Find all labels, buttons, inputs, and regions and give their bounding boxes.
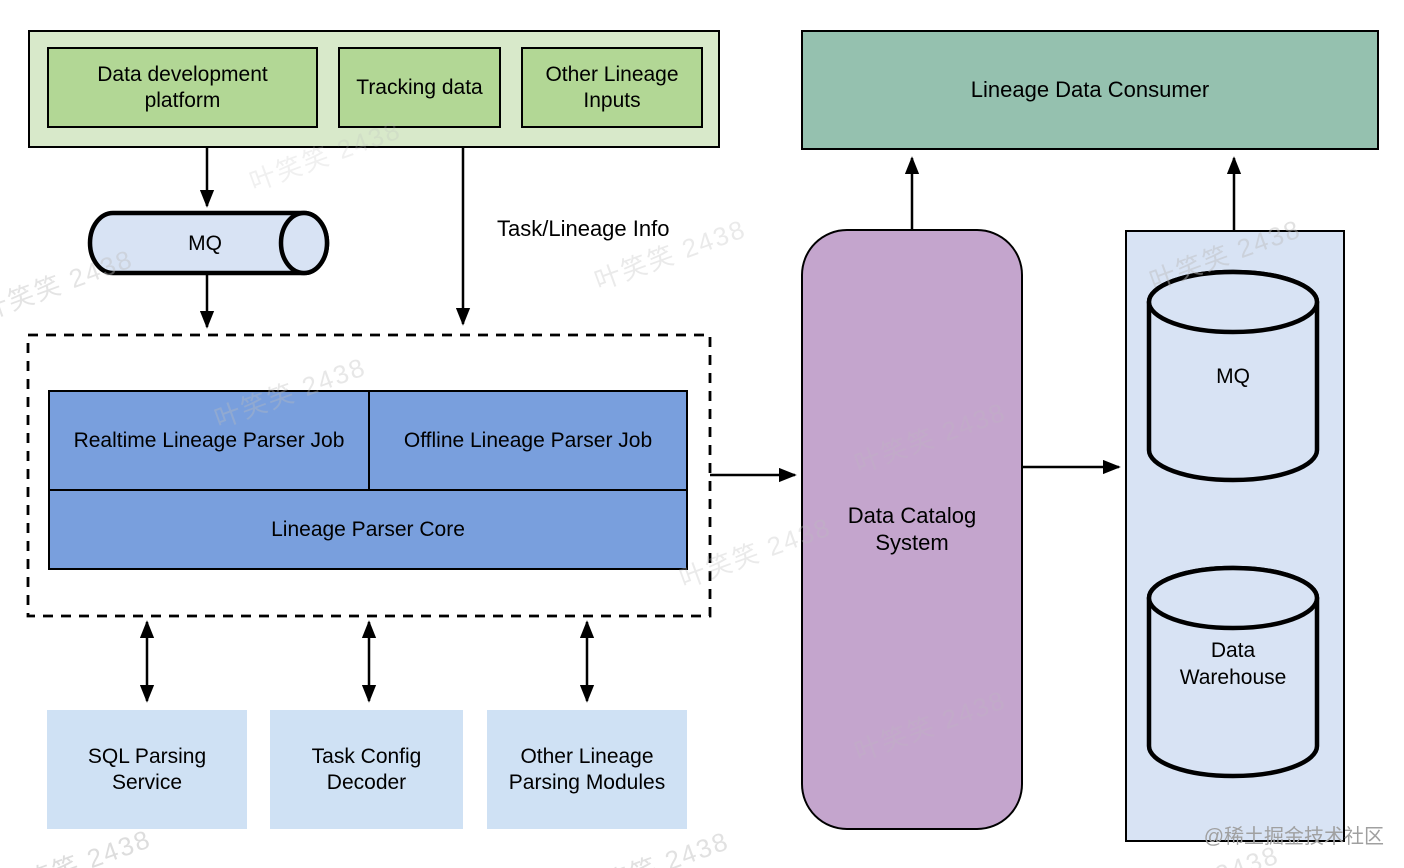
node-label: Other Lineage Inputs (545, 62, 679, 112)
node-lineage-parser-core: Lineage Parser Core (48, 489, 688, 570)
task-lineage-info-label: Task/Lineage Info (497, 216, 670, 241)
community-credit-watermark: @稀土掘金技术社区 (1203, 826, 1384, 848)
watermark-text: 叶笑笑 2438 (0, 243, 138, 327)
node-label: Tracking data (356, 75, 483, 99)
node-other-lineage-parsing-modules: Other Lineage Parsing Modules (487, 710, 687, 829)
mq-pipeline-label: MQ (188, 232, 222, 255)
node-offline-lineage-parser-job: Offline Lineage Parser Job (368, 390, 688, 491)
node-sql-parsing-service: SQL Parsing Service (47, 710, 247, 829)
node-label: Realtime Lineage Parser Job (73, 428, 345, 452)
node-realtime-lineage-parser-job: Realtime Lineage Parser Job (48, 390, 370, 491)
node-label: Other Lineage Parsing Modules (508, 744, 666, 794)
node-label: Data Catalog System (847, 502, 977, 555)
node-label: Task Config Decoder (311, 744, 422, 794)
node-task-config-decoder: Task Config Decoder (270, 710, 463, 829)
node-other-lineage-inputs: Other Lineage Inputs (521, 47, 703, 128)
node-label: SQL Parsing Service (87, 744, 207, 794)
node-data-development-platform: Data development platform (47, 47, 318, 128)
node-label: Lineage Data Consumer (970, 76, 1210, 102)
storage-mq-label: MQ (1216, 365, 1250, 388)
node-lineage-data-consumer: Lineage Data Consumer (801, 30, 1379, 150)
node-label: Lineage Parser Core (271, 517, 465, 541)
node-data-catalog-system: Data Catalog System (801, 229, 1023, 830)
node-label: Data development platform (97, 62, 268, 112)
node-label: Offline Lineage Parser Job (403, 428, 653, 452)
data-warehouse-label: Data Warehouse (1179, 639, 1287, 689)
node-tracking-data: Tracking data (338, 47, 501, 128)
storage-panel (1125, 230, 1345, 842)
